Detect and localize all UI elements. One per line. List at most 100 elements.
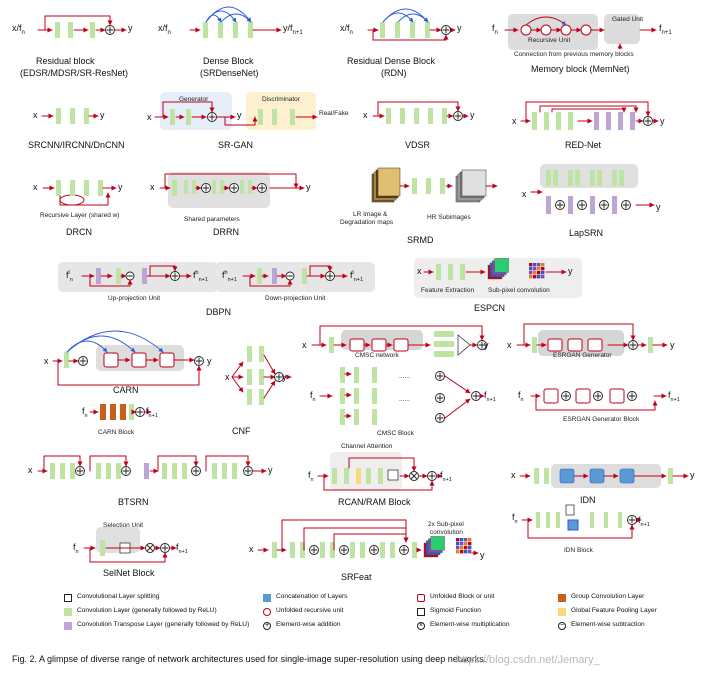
residual-output-label: y xyxy=(128,23,133,33)
pixel-grid-cell xyxy=(533,275,537,279)
conv-layer xyxy=(170,109,175,125)
conv-layer xyxy=(436,264,441,280)
conv-layer xyxy=(618,512,622,528)
drcn-output-label: y xyxy=(118,182,123,192)
skip-connection xyxy=(523,323,636,346)
conv-transpose-layer xyxy=(630,112,635,130)
vdsr-title: VDSR xyxy=(405,140,431,150)
conv-layer xyxy=(272,542,277,558)
conv-layer xyxy=(668,468,673,484)
add-icon xyxy=(428,472,436,480)
skip-connection xyxy=(43,455,83,472)
conv-layer xyxy=(247,346,252,362)
pixel-grid-cell xyxy=(464,546,468,550)
pixel-grid-cell xyxy=(468,550,472,554)
skip-connection xyxy=(57,360,202,386)
rdn-subtitle: (RDN) xyxy=(381,68,407,78)
add-icon xyxy=(340,546,348,554)
idn-block-cube xyxy=(589,468,605,484)
conv-layer xyxy=(412,178,417,194)
btsrn-output-label: y xyxy=(268,465,273,475)
carn-block-input: fn xyxy=(82,406,88,419)
vdsr-output-label: y xyxy=(470,110,475,120)
conv-layer xyxy=(84,180,89,196)
srgan-realfake-label: Real/Fake xyxy=(319,110,349,117)
skip-connection xyxy=(89,547,168,563)
conv-layer xyxy=(106,463,111,479)
add-icon xyxy=(644,117,652,125)
add-icon xyxy=(161,544,169,552)
espcn-title: ESPCN xyxy=(474,303,506,313)
add-icon: + xyxy=(263,622,271,630)
cube-icon xyxy=(263,594,271,602)
legend-label: Convolution Layer (generally followed by… xyxy=(77,607,217,614)
unfolded-icon xyxy=(417,594,425,602)
cmsc-block-label: CMSC Block xyxy=(377,430,414,437)
pixel-grid-cell xyxy=(460,546,464,550)
selnet-title: SelNet Block xyxy=(103,568,155,578)
cnf-output-label: y xyxy=(282,372,287,382)
panel-background xyxy=(246,92,316,130)
esrgan-input-label: x xyxy=(507,340,512,350)
skip-connection xyxy=(59,192,111,206)
srgan-discriminator-label: Discriminator xyxy=(262,96,300,103)
lapsrn-output-label: y xyxy=(656,202,661,212)
srgan-output-label: y xyxy=(237,110,242,120)
rcan-output-label: fn+1 xyxy=(440,470,452,483)
split-icon xyxy=(565,504,575,516)
add-icon xyxy=(628,392,636,400)
carn-block-label: CARN Block xyxy=(98,429,135,436)
conv-layer xyxy=(257,268,262,284)
memnet-output-label: fn+1 xyxy=(659,23,672,36)
conv-layer xyxy=(70,108,75,124)
conv-layer xyxy=(56,180,61,196)
pixel-grid-cell xyxy=(529,263,533,267)
cmsc-output-label: y xyxy=(484,340,489,350)
skip-connection xyxy=(319,325,485,346)
rcan-input-label: fn xyxy=(308,470,314,483)
conv-layer xyxy=(426,178,431,194)
esrgan-block-input: fn xyxy=(518,390,524,403)
add-icon xyxy=(202,184,210,192)
conv-layer xyxy=(556,512,560,528)
unfolded-block xyxy=(543,388,559,404)
add-icon xyxy=(400,546,408,554)
idn-input-label: x xyxy=(511,470,516,480)
pixel-grid-cell xyxy=(460,542,464,546)
espcn-input-label: x xyxy=(417,266,422,276)
recursive-unit xyxy=(580,24,592,36)
add-icon xyxy=(628,516,636,524)
rednet-output-label: y xyxy=(660,116,665,126)
recursive-unit xyxy=(540,24,552,36)
idn-title: IDN xyxy=(580,495,596,505)
dbpn-up-label: Up-projection Unit xyxy=(108,295,161,302)
legend-label: Convolutional Layer splitting xyxy=(77,593,160,600)
global-pool-layer xyxy=(356,468,361,484)
sigmoid-icon xyxy=(417,608,425,616)
memnet-recursive-label: Recursive Unit xyxy=(528,37,571,44)
conv-layer xyxy=(90,22,95,38)
add-icon xyxy=(244,467,252,475)
unfolded-block xyxy=(393,338,409,352)
pixel-grid-cell xyxy=(464,538,468,542)
add-icon xyxy=(195,357,203,365)
conv-layer xyxy=(182,463,187,479)
conv-layer xyxy=(395,22,400,38)
conv-layer xyxy=(434,351,454,357)
add-icon xyxy=(454,112,462,120)
pixel-grid-cell xyxy=(537,275,541,279)
pixel-grid-cell xyxy=(468,546,472,550)
panel-background xyxy=(168,172,270,208)
conv-layer xyxy=(340,409,345,425)
pixel-grid-cell xyxy=(529,267,533,271)
cmsc-block-output: fn+1 xyxy=(484,390,496,403)
recursive-icon xyxy=(263,608,271,616)
conv-layer xyxy=(233,22,238,38)
drcn-title: DRCN xyxy=(66,227,92,237)
conv-layer xyxy=(386,108,391,124)
pixel-grid-cell xyxy=(533,267,537,271)
group-conv-layer xyxy=(110,404,116,420)
conv-layer xyxy=(64,352,69,368)
conv-layer xyxy=(546,512,550,528)
